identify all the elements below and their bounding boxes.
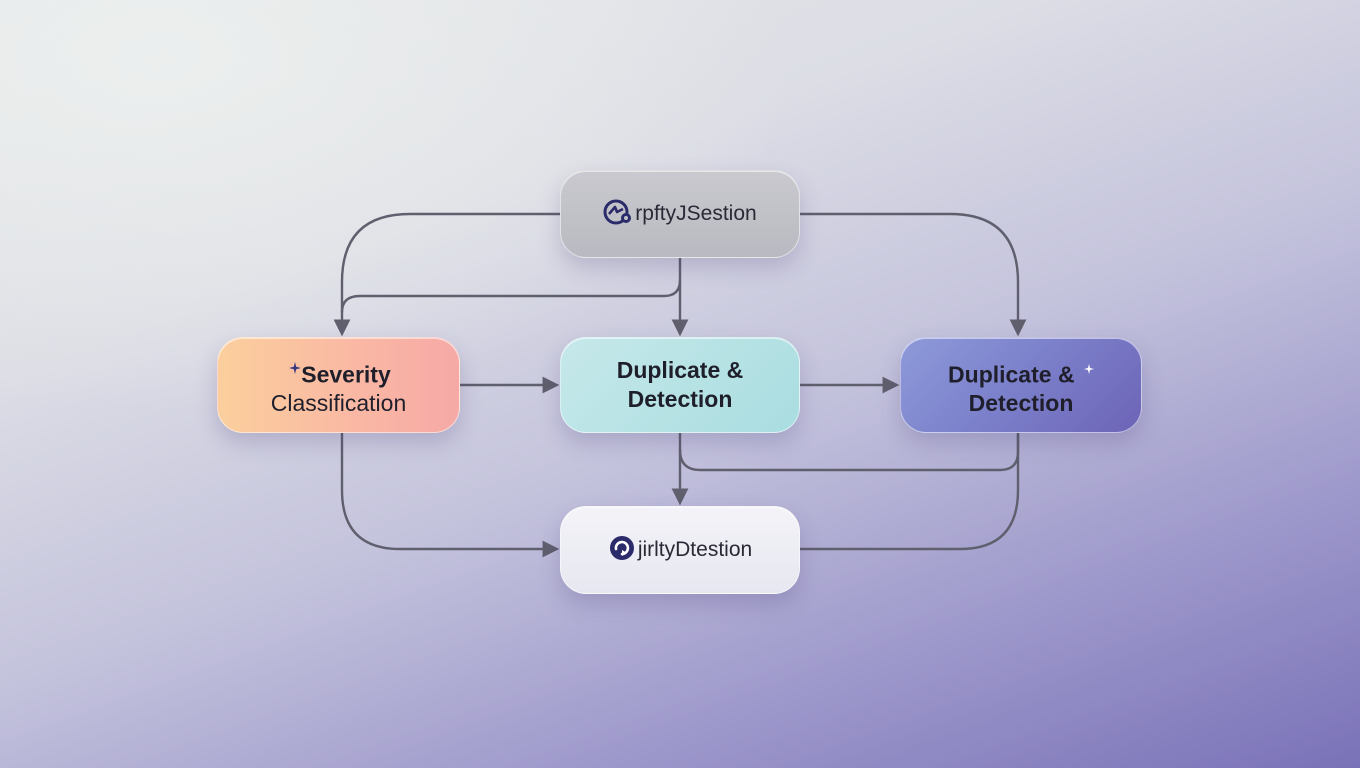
refresh-cycle-icon (608, 534, 636, 567)
node-bottom[interactable]: jirltyDtestion (560, 506, 800, 594)
connector-left-to-bottom (340, 431, 560, 558)
connector-top-to-left (333, 212, 562, 337)
connector-top-branch-left (340, 278, 682, 314)
connector-right-to-bottom (798, 431, 1020, 551)
gear-cycle-icon (603, 199, 633, 230)
connector-top-to-right (798, 212, 1027, 337)
sparkle-icon (1083, 352, 1094, 381)
node-mid-line1-suffix: & (726, 357, 744, 383)
connector-mid-branch-right (678, 431, 1020, 472)
node-mid-line1: Duplicate (616, 357, 721, 383)
node-mid-line2: Detection (627, 386, 733, 412)
node-left-line2: Classification (270, 390, 407, 417)
node-right-line1: Duplicate (948, 361, 1052, 388)
node-duplicate-detection-right[interactable]: Duplicate & Detection (900, 337, 1142, 433)
node-top[interactable]: rpftyJSestion (560, 170, 800, 258)
node-right-line2: Detection (968, 390, 1074, 417)
node-right-line1-suffix: & (1057, 361, 1075, 388)
node-top-label: rpftyJSestion (635, 202, 757, 225)
node-left-line1: Severity (301, 361, 391, 388)
sparkle-icon (289, 352, 302, 381)
node-severity-classification[interactable]: Severity Classification (217, 337, 460, 433)
node-duplicate-detection-middle[interactable]: Duplicate & Detection (560, 337, 800, 433)
node-bottom-label: jirltyDtestion (637, 538, 753, 561)
